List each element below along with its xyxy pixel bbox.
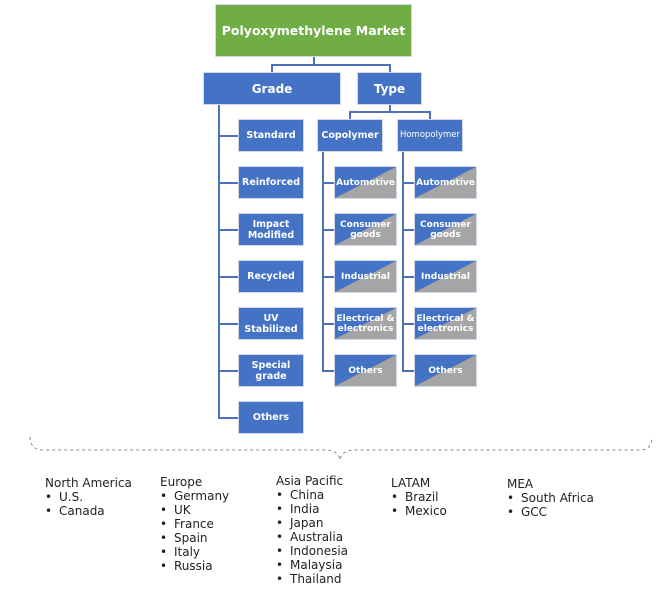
region-latam: LATAMBrazilMexico xyxy=(391,476,447,518)
country-item: Canada xyxy=(45,504,132,518)
connector xyxy=(402,229,414,231)
region-name: MEA xyxy=(507,477,534,491)
grade-item: UV Stabilized xyxy=(238,307,304,340)
copolymer-item: Others xyxy=(334,354,397,387)
region-europe: EuropeGermanyUKFranceSpainItalyRussia xyxy=(160,475,229,573)
connector xyxy=(218,323,238,325)
country-item: Indonesia xyxy=(276,544,348,558)
grade-item: Recycled xyxy=(238,260,304,293)
region-name: Asia Pacific xyxy=(276,474,344,488)
grade-item: Impact Modified xyxy=(238,213,304,246)
country-item: GCC xyxy=(507,505,594,519)
homopolymer-item: Industrial xyxy=(414,260,477,293)
homopolymer-node: Homopolymer xyxy=(397,119,463,152)
country-item: Russia xyxy=(160,559,229,573)
country-item: Japan xyxy=(276,516,348,530)
connector xyxy=(218,135,238,137)
region-name: LATAM xyxy=(391,476,431,490)
grade-item: Special grade xyxy=(238,354,304,387)
region-north-america: North AmericaU.S.Canada xyxy=(45,476,132,518)
connector xyxy=(402,370,414,372)
type-node: Type xyxy=(357,72,422,105)
grade-item: Others xyxy=(238,401,304,434)
country-item: UK xyxy=(160,503,229,517)
grade-item: Standard xyxy=(238,119,304,152)
connector xyxy=(402,182,414,184)
connector xyxy=(322,229,334,231)
region-asia-pacific: Asia PacificChinaIndiaJapanAustraliaIndo… xyxy=(276,474,348,586)
country-item: Brazil xyxy=(391,490,447,504)
copolymer-item: Consumer goods xyxy=(334,213,397,246)
grade-node: Grade xyxy=(203,72,341,105)
connector xyxy=(322,276,334,278)
country-item: France xyxy=(160,517,229,531)
region-name: Europe xyxy=(160,475,203,489)
country-item: India xyxy=(276,502,348,516)
country-item: South Africa xyxy=(507,491,594,505)
connector xyxy=(218,417,238,419)
homopolymer-item: Consumer goods xyxy=(414,213,477,246)
copolymer-item: Industrial xyxy=(334,260,397,293)
connector xyxy=(402,323,414,325)
homopolymer-item: Others xyxy=(414,354,477,387)
connector xyxy=(218,229,238,231)
grade-item: Reinforced xyxy=(238,166,304,199)
copolymer-node: Copolymer xyxy=(317,119,383,152)
country-item: Italy xyxy=(160,545,229,559)
country-item: Mexico xyxy=(391,504,447,518)
country-item: U.S. xyxy=(45,490,132,504)
copolymer-item: Electrical & electronics xyxy=(334,307,397,340)
region-name: North America xyxy=(45,476,132,490)
connector xyxy=(218,370,238,372)
country-item: China xyxy=(276,488,348,502)
connector xyxy=(218,276,238,278)
country-item: Spain xyxy=(160,531,229,545)
country-item: Malaysia xyxy=(276,558,348,572)
connector xyxy=(402,276,414,278)
country-item: Thailand xyxy=(276,572,348,586)
copolymer-item: Automotive xyxy=(334,166,397,199)
region-mea: MEASouth AfricaGCC xyxy=(507,477,594,519)
homopolymer-item: Electrical & electronics xyxy=(414,307,477,340)
homopolymer-item: Automotive xyxy=(414,166,477,199)
root-node: Polyoxymethylene Market xyxy=(215,4,412,57)
connector xyxy=(218,182,238,184)
country-item: Germany xyxy=(160,489,229,503)
connector xyxy=(322,182,334,184)
connector xyxy=(322,323,334,325)
connector xyxy=(322,370,334,372)
country-item: Australia xyxy=(276,530,348,544)
